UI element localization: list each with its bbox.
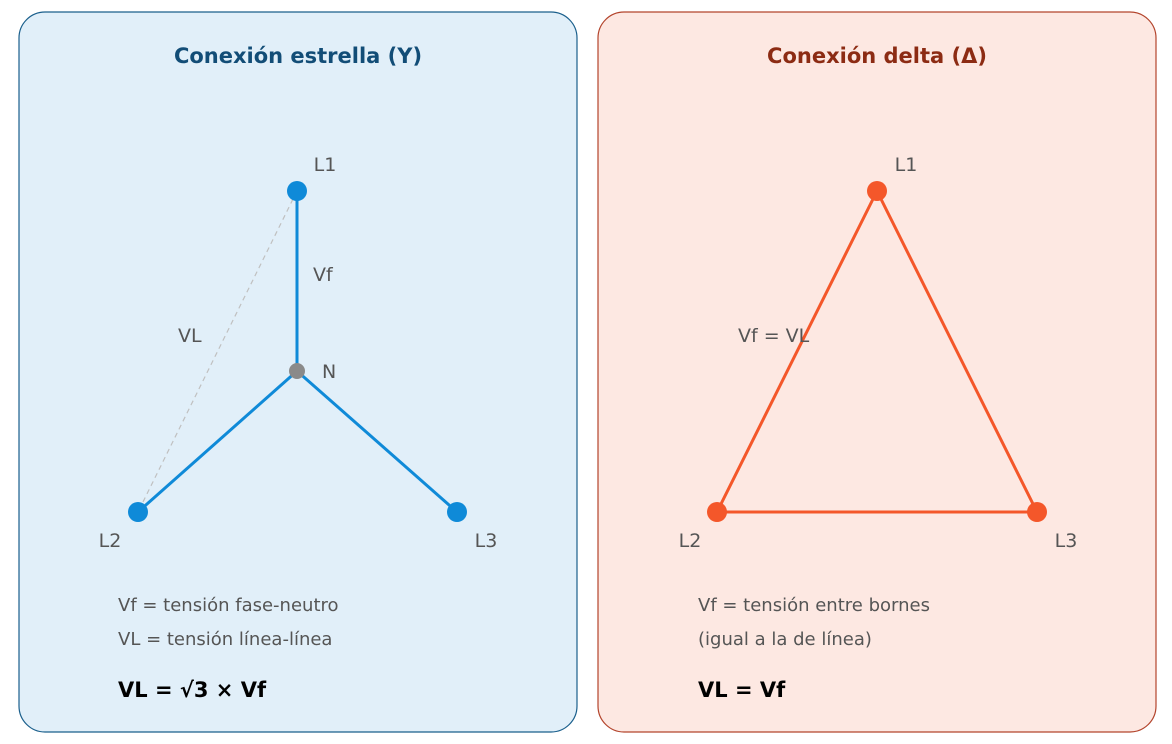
delta-node-l3 — [1027, 502, 1047, 522]
delta-note-2: (igual a la de línea) — [698, 629, 872, 650]
star-note-2: VL = tensión línea-línea — [118, 629, 332, 650]
delta-formula: VL = Vf — [698, 678, 786, 702]
delta-triangle — [715, 189, 1039, 514]
star-label-vl: VL — [178, 325, 202, 347]
delta-panel: Conexión delta (Δ) L1 L2 L3 Vf = VL Vf =… — [597, 11, 1157, 733]
star-label-l1: L1 — [314, 154, 337, 176]
star-node-l2 — [128, 502, 148, 522]
star-vl-helper-line — [137, 190, 298, 513]
star-panel: Conexión estrella (Y) L1 L2 L3 N Vf VL V… — [18, 11, 578, 733]
star-note-1: Vf = tensión fase-neutro — [118, 595, 339, 616]
delta-title: Conexión delta (Δ) — [767, 44, 987, 68]
delta-label-l1: L1 — [895, 154, 918, 176]
star-node-l3 — [447, 502, 467, 522]
delta-label-l2: L2 — [679, 530, 702, 552]
star-title: Conexión estrella (Y) — [174, 44, 422, 68]
delta-label-vf-vl: Vf = VL — [738, 325, 810, 347]
star-label-vf: Vf — [313, 264, 334, 286]
star-label-l3: L3 — [475, 530, 498, 552]
star-label-l2: L2 — [99, 530, 122, 552]
delta-note-1: Vf = tensión entre bornes — [698, 595, 930, 616]
delta-panel-background — [597, 11, 1157, 733]
star-branch-l3 — [296, 369, 458, 514]
star-node-neutral — [289, 363, 305, 379]
star-branch-l2 — [137, 369, 298, 514]
star-formula: VL = √3 × Vf — [118, 678, 267, 702]
star-node-l1 — [287, 181, 307, 201]
delta-node-l2 — [707, 502, 727, 522]
delta-node-l1 — [867, 181, 887, 201]
delta-label-l3: L3 — [1055, 530, 1078, 552]
star-label-n: N — [322, 361, 336, 383]
